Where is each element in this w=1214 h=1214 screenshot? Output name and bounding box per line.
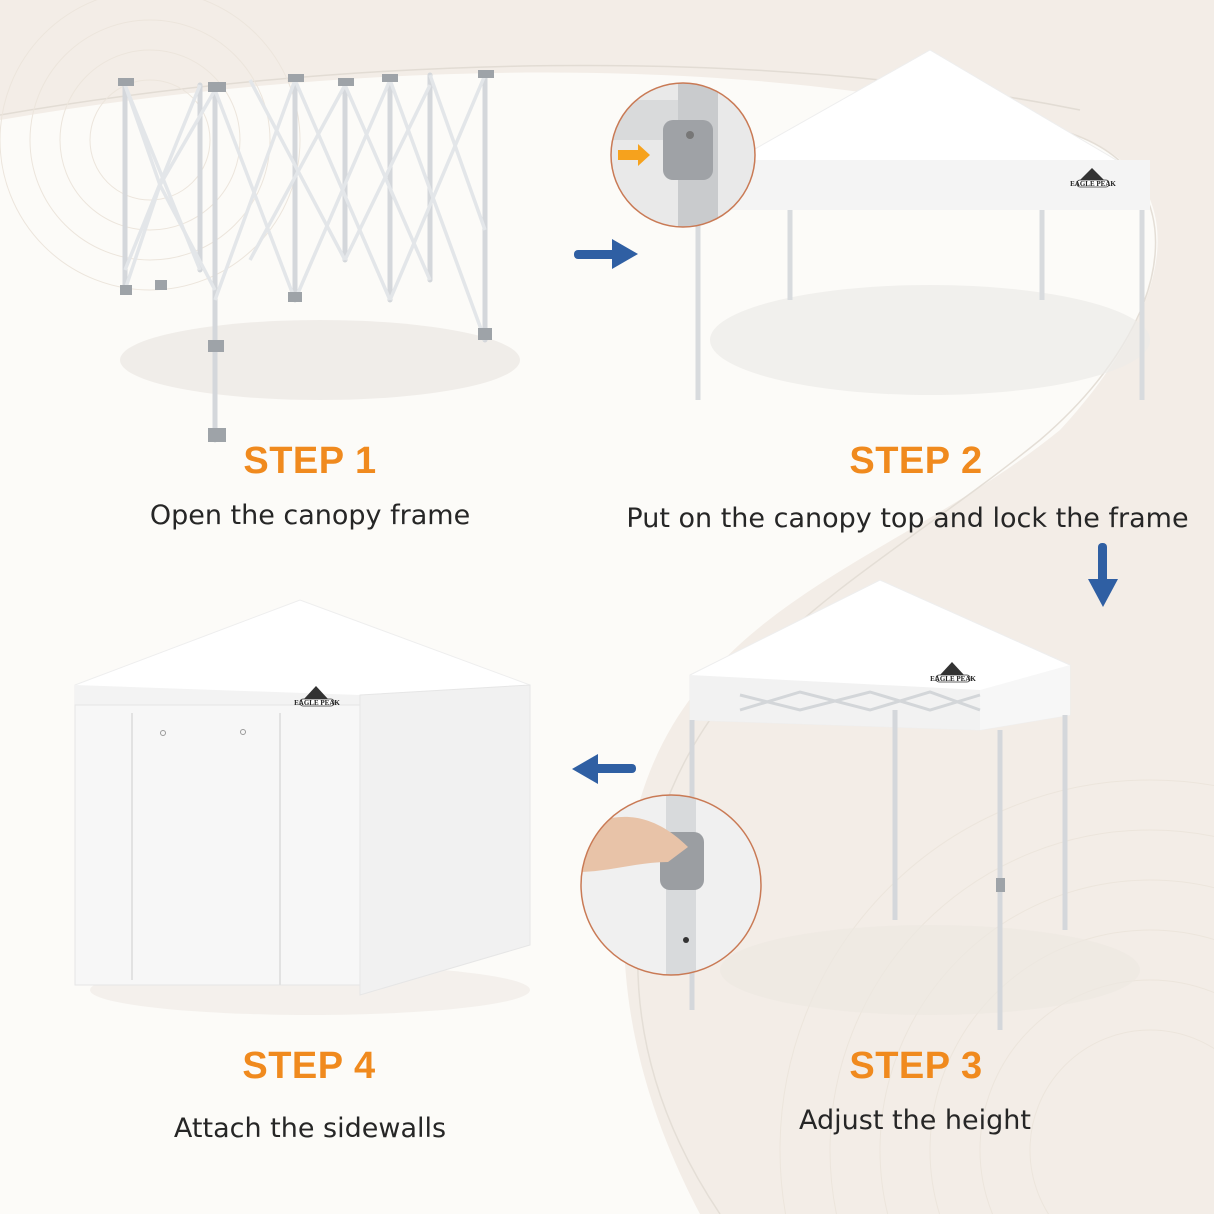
- step-3-description: Adjust the height: [799, 1105, 1031, 1136]
- step-3-title: STEP 3: [849, 1045, 983, 1087]
- arrow-down-icon: [1088, 543, 1118, 607]
- step-2-title: STEP 2: [849, 440, 983, 482]
- svg-text:EAGLE PEAK: EAGLE PEAK: [1070, 180, 1116, 188]
- brand-logo: EAGLE PEAK: [1070, 168, 1116, 188]
- step-1-title: STEP 1: [243, 440, 377, 482]
- step-4-title: STEP 4: [242, 1045, 376, 1087]
- step-1-description: Open the canopy frame: [149, 500, 471, 531]
- svg-text:EAGLE PEAK: EAGLE PEAK: [294, 699, 340, 707]
- height-lever-icon: [580, 794, 762, 976]
- svg-text:EAGLE PEAK: EAGLE PEAK: [930, 675, 976, 683]
- canopy-frame-icon: EAGLE PEAK: [689, 579, 1140, 1030]
- folded-frame-icon: [118, 70, 520, 443]
- brand-logo: EAGLE PEAK: [294, 686, 340, 707]
- canopy-top-icon: EAGLE PEAK: [695, 49, 1152, 400]
- lock-detail-icon: [610, 82, 756, 228]
- canopy-sidewalls-icon: EAGLE PEAK: [74, 599, 531, 1015]
- arrow-left-icon: [572, 754, 636, 784]
- arrow-right-icon: [574, 239, 638, 269]
- step-2-description: Put on the canopy top and lock the frame: [626, 503, 1189, 534]
- step-4-description: Attach the sidewalls: [173, 1113, 447, 1144]
- brand-logo: EAGLE PEAK: [930, 662, 976, 683]
